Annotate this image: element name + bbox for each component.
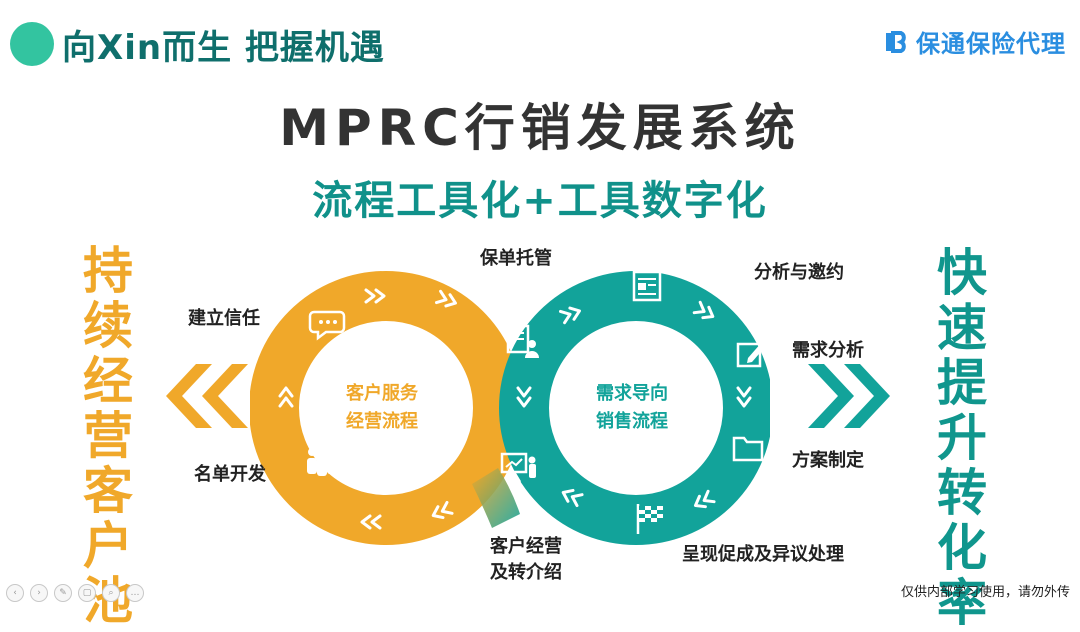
right-vertical-text: 快速提升转化率 xyxy=(937,244,987,632)
newspaper-icon xyxy=(632,270,662,302)
step-build-trust: 建立信任 xyxy=(188,308,260,329)
header-dot xyxy=(10,22,54,66)
left-ring-arrows xyxy=(278,288,457,530)
step-plan-design: 方案制定 xyxy=(792,450,864,471)
brand: 保通保险代理 xyxy=(884,24,1066,59)
step-analysis-invite: 分析与邀约 xyxy=(754,262,844,283)
step-needs-analysis: 需求分析 xyxy=(792,340,864,361)
mprc-cycle-diagram xyxy=(250,270,770,545)
step-customer-referral-line2: 及转介绍 xyxy=(490,562,562,583)
left-ring-line1: 客户服务 xyxy=(346,383,418,404)
left-vertical-text: 持续经营客户池 xyxy=(83,242,133,629)
right-ring-line1: 需求导向 xyxy=(596,383,668,404)
subtitle: 流程工具化+工具数字化 xyxy=(312,178,768,224)
left-chevron-icon xyxy=(166,364,248,428)
brand-logo-icon xyxy=(886,30,906,53)
main-title: MPRC行销发展系统 xyxy=(279,99,801,157)
header-title: 向Xin而生 把握机遇 xyxy=(62,28,385,68)
left-ring xyxy=(250,271,523,545)
folder-icon xyxy=(732,436,764,462)
slide-toolbar: ‹ › ✎ ▢ ⌕ … xyxy=(6,584,144,602)
step-present-close: 呈现促成及异议处理 xyxy=(682,544,844,565)
checkered-flag-icon xyxy=(636,504,663,534)
chat-bubble-icon xyxy=(308,310,346,341)
document-person-icon xyxy=(506,324,539,358)
pen-tool-button[interactable]: ✎ xyxy=(54,584,72,602)
footer-disclaimer: 仅供内部学习使用，请勿外传 xyxy=(900,585,1070,600)
right-chevron-icon xyxy=(808,364,890,428)
next-slide-button[interactable]: › xyxy=(30,584,48,602)
right-ring xyxy=(499,271,770,545)
edit-icon xyxy=(736,342,766,368)
prev-slide-button[interactable]: ‹ xyxy=(6,584,24,602)
ring-overlap-blend xyxy=(472,468,520,528)
step-customer-referral-line1: 客户经营 xyxy=(490,536,562,557)
right-ring-arrows xyxy=(516,300,752,509)
step-policy-custody: 保单托管 xyxy=(480,248,552,269)
step-list-development: 名单开发 xyxy=(194,464,266,485)
zoom-button[interactable]: ⌕ xyxy=(102,584,120,602)
people-group-icon xyxy=(307,445,337,476)
right-ring-label: 需求导向 销售流程 xyxy=(596,380,668,436)
slides-overview-button[interactable]: ▢ xyxy=(78,584,96,602)
brand-name: 保通保险代理 xyxy=(916,30,1066,58)
right-ring-line2: 销售流程 xyxy=(596,411,668,432)
more-options-button[interactable]: … xyxy=(126,584,144,602)
presentation-icon xyxy=(500,452,536,483)
left-ring-line2: 经营流程 xyxy=(346,411,418,432)
left-ring-label: 客户服务 经营流程 xyxy=(346,380,418,436)
